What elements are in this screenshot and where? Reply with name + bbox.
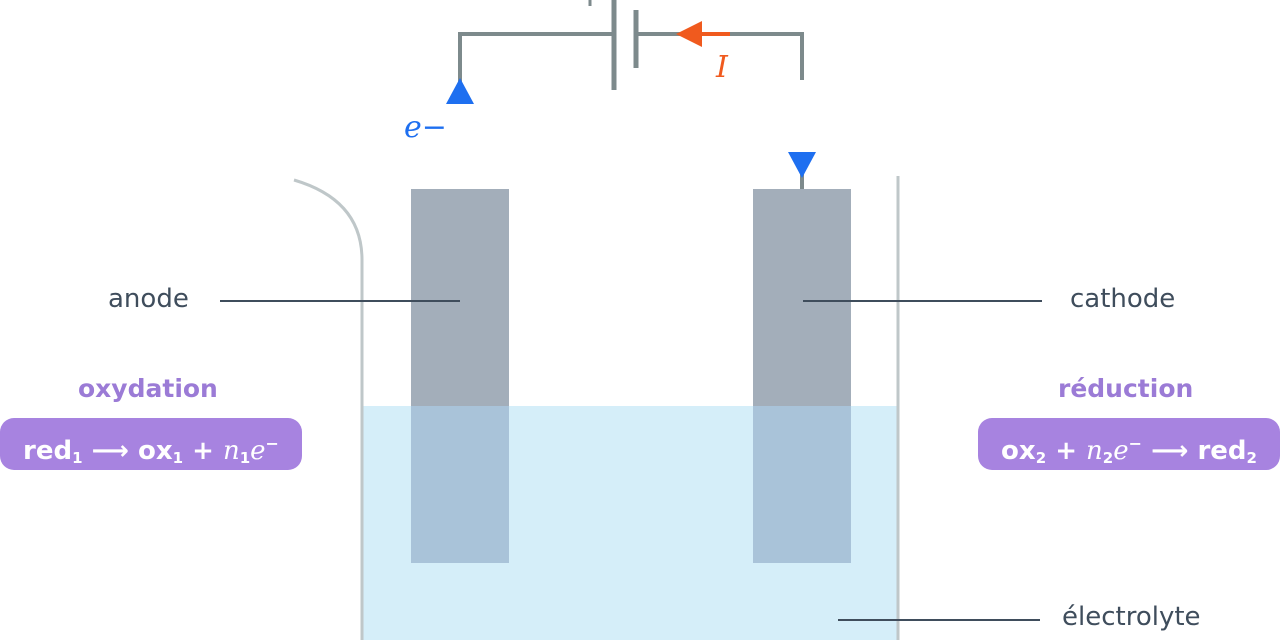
anode-submerged (411, 406, 509, 563)
beaker-left-wall (293, 178, 364, 640)
current-label: I (716, 50, 728, 85)
arrow-down-icon (788, 152, 816, 178)
reduction-title: réduction (1058, 374, 1194, 403)
arrow-up-icon (446, 78, 474, 104)
battery-symbol-icon (588, 0, 639, 90)
anode-label: anode (108, 284, 189, 314)
electrolyte-label: électrolyte (1062, 602, 1201, 632)
oxidation-title: oxydation (78, 374, 218, 403)
oxidation-equation: red1 ⟶ ox1 + n1e− (0, 418, 302, 470)
cathode-label: cathode (1070, 284, 1176, 314)
circuit-wire-left (458, 32, 613, 104)
arrow-left-icon (676, 21, 730, 47)
electron-flow-label: e− (404, 110, 447, 145)
reduction-equation: ox2 + n2e− ⟶ red2 (978, 418, 1280, 470)
cathode-submerged (753, 406, 851, 563)
